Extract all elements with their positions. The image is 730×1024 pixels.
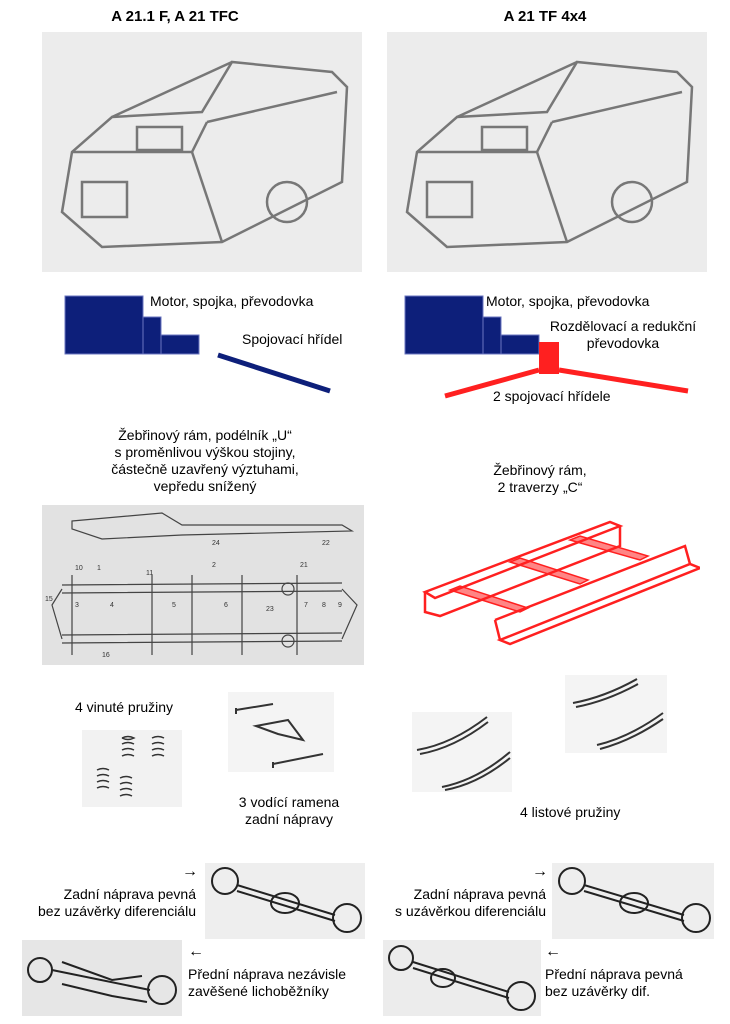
crossmember xyxy=(567,535,651,561)
transfer-case-block xyxy=(539,342,559,374)
drawing-number: 11 xyxy=(146,570,153,577)
right-motor-label: Motor, spojka, převodovka xyxy=(486,293,650,309)
left-column-title: A 21.1 F, A 21 TFC xyxy=(111,8,239,25)
drawing-number: 15 xyxy=(45,596,53,603)
gearbox-block xyxy=(160,334,200,355)
drawing-number: 21 xyxy=(300,562,308,569)
right-arrow-icon: → xyxy=(532,863,548,880)
left-rear-axle-image xyxy=(205,863,365,939)
clutch-block xyxy=(482,316,502,355)
drawing-number: 6 xyxy=(224,602,228,609)
left-drivetrain-diagram xyxy=(64,295,331,394)
transfer-case-label: Rozdělovací a redukční převodovka xyxy=(549,318,697,351)
control-arms-image xyxy=(228,692,334,772)
front-shaft-line xyxy=(444,367,540,399)
driveshaft-line xyxy=(217,352,331,394)
drawing-number: 22 xyxy=(322,540,330,547)
coil-springs-label: 4 vinuté pružiny xyxy=(75,699,174,715)
drawing-number: 9 xyxy=(338,602,342,609)
drawing-number: 4 xyxy=(110,602,114,609)
drawing-number: 5 xyxy=(172,602,176,609)
right-drivetrain-diagram xyxy=(404,295,689,399)
right-arrow-icon: → xyxy=(182,863,198,880)
right-van-image xyxy=(387,32,707,272)
drawing-number: 7 xyxy=(304,602,308,609)
right-rear-axle-label: Zadní náprava pevná s uzávěrkou diferenc… xyxy=(395,886,546,919)
right-front-axle-image xyxy=(383,940,541,1016)
crossmember xyxy=(507,557,590,585)
leaf-springs-image-2 xyxy=(565,675,667,753)
left-van-image xyxy=(42,32,362,272)
drawing-number: 10 xyxy=(75,565,83,572)
left-arrow-icon: ← xyxy=(545,943,561,960)
right-rear-axle-image xyxy=(552,863,714,939)
crossmember xyxy=(447,585,530,613)
left-shaft-label: Spojovací hřídel xyxy=(242,331,343,347)
control-arms-label: 3 vodící ramena zadní nápravy xyxy=(238,794,340,827)
drawing-number: 16 xyxy=(102,652,110,659)
right-frame-drawing xyxy=(422,520,700,646)
drawing-number: 8 xyxy=(322,602,326,609)
right-front-axle-label: Přední náprava pevná bez uzávěrky dif. xyxy=(545,966,683,999)
left-motor-label: Motor, spojka, převodovka xyxy=(150,293,314,309)
left-front-axle-label: Přední náprava nezávisle zavěšené lichob… xyxy=(188,966,346,999)
right-column-title: A 21 TF 4x4 xyxy=(503,8,587,25)
right-frame-description: Žebřinový rám, 2 traverzy „C“ xyxy=(493,462,587,495)
rear-shaft-line xyxy=(558,367,689,394)
drawing-number: 1 xyxy=(97,565,101,572)
leaf-springs-label: 4 listové pružiny xyxy=(520,804,621,820)
motor-block xyxy=(64,295,144,355)
drawing-number: 24 xyxy=(212,540,220,547)
drawing-number: 3 xyxy=(75,602,79,609)
left-frame-drawing: 24 22 10 1 11 2 21 3 4 5 6 23 7 8 9 15 1… xyxy=(42,505,364,665)
left-arrow-icon: ← xyxy=(188,943,204,960)
left-rear-axle-label: Zadní náprava pevná bez uzávěrky diferen… xyxy=(38,886,196,919)
coil-springs-image xyxy=(82,730,182,807)
motor-block xyxy=(404,295,484,355)
drawing-number: 2 xyxy=(212,562,216,569)
leaf-springs-image-1 xyxy=(412,712,512,792)
left-front-axle-image xyxy=(22,940,182,1016)
drawing-number: 23 xyxy=(266,606,274,613)
left-frame-description: Žebřinový rám, podélník „U“ s proměnlivo… xyxy=(111,427,299,494)
clutch-block xyxy=(142,316,162,355)
right-shafts-label: 2 spojovací hřídele xyxy=(493,388,611,404)
